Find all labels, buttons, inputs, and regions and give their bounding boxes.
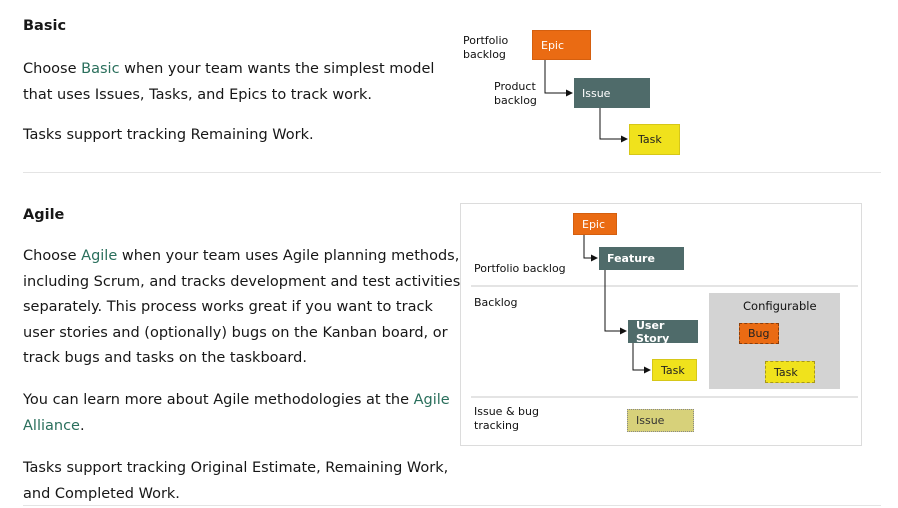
agile-desc-text: Choose [23, 248, 82, 264]
period-text: . [79, 417, 85, 434]
product-label-line2: backlog [494, 93, 537, 107]
epic-to-issue-connector [544, 60, 573, 97]
agile-learn-more: You can learn more about Agile methodolo… [23, 388, 450, 439]
agile-desc-text-2: including Scrum, and tracks development … [23, 273, 461, 290]
portfolio-label-line1: Portfolio [463, 34, 509, 47]
basic-link[interactable]: Basic [81, 61, 120, 77]
issue-work-item: Issue [574, 78, 650, 108]
agile-alliance-link-part1[interactable]: Agile [413, 392, 450, 408]
agile-desc-text-3: separately. This process works great if … [23, 299, 433, 315]
agile-desc-text-1: when your team uses Agile planning metho… [117, 248, 460, 264]
learn-more-text: You can learn more about Agile methodolo… [23, 392, 414, 408]
agile-epic-work-item: Epic [573, 213, 617, 235]
epic-work-item: Epic [532, 30, 591, 60]
agile-tasks-text-1: Tasks support tracking Original Estimate… [23, 460, 449, 476]
bug-work-item: Bug [739, 323, 779, 344]
portfolio-backlog-row-label: Portfolio backlog [474, 262, 566, 275]
agile-task-work-item: Task [652, 359, 697, 381]
section-heading-agile: Agile [23, 207, 65, 223]
issue-bug-line2: tracking [474, 418, 520, 432]
basic-tasks-note: Tasks support tracking Remaining Work. [23, 127, 314, 143]
basic-desc-text: Choose [23, 61, 82, 77]
agile-tasks-note: Tasks support tracking Original Estimate… [23, 456, 448, 507]
basic-desc-text-3: that uses Issues, Tasks, and Epics to tr… [23, 86, 373, 103]
configurable-label: Configurable [743, 299, 817, 313]
basic-desc-text-2: when your team wants the simplest model [119, 61, 435, 77]
basic-description: Choose Basic when your team wants the si… [23, 57, 434, 108]
agile-desc-text-4: user stories and (optionally) bugs on th… [23, 324, 448, 341]
backlog-row-label: Backlog [474, 296, 518, 309]
issue-to-task-connector [599, 108, 628, 143]
section-divider-bottom [23, 505, 881, 506]
portfolio-label-line2: backlog [463, 47, 506, 61]
bug-task-work-item: Task [765, 361, 815, 383]
agile-tasks-text-2: and Completed Work. [23, 485, 180, 502]
user-story-work-item: User Story [628, 319, 698, 345]
agile-issue-work-item: Issue [627, 409, 694, 432]
section-heading-basic: Basic [23, 18, 67, 34]
agile-description: Choose Agile when your team uses Agile p… [23, 244, 460, 372]
agile-process-diagram [460, 203, 862, 446]
agile-desc-text-5: track bugs and tasks on the taskboard. [23, 350, 307, 366]
agile-link[interactable]: Agile [81, 248, 118, 264]
section-divider [23, 172, 881, 173]
issue-bug-line1: Issue & bug [474, 405, 539, 418]
feature-work-item: Feature [599, 247, 684, 270]
product-label-line1: Product [494, 80, 536, 93]
agile-alliance-link-part2[interactable]: Alliance [23, 417, 80, 434]
task-work-item: Task [629, 124, 680, 155]
